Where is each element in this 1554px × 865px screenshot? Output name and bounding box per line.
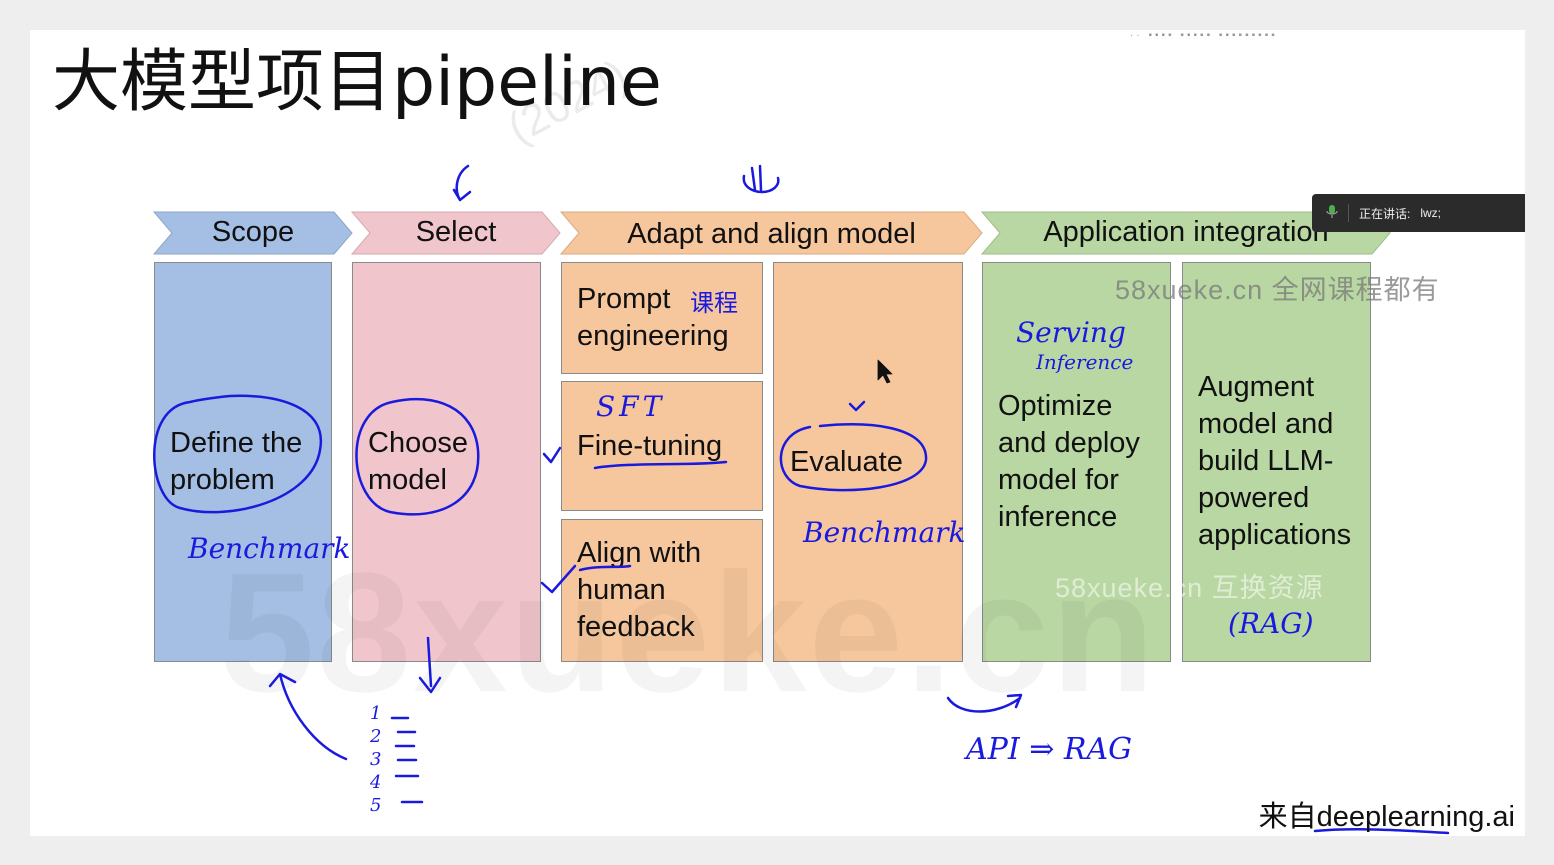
rag-paren-note: (RAG) bbox=[1228, 607, 1314, 640]
prompt-course-note: 课程 bbox=[690, 290, 738, 317]
watermark-line-1: 58xueke.cn 全网课程都有 bbox=[1115, 275, 1440, 305]
prompt-panel bbox=[561, 262, 763, 374]
serving-note: Serving bbox=[1016, 316, 1126, 349]
inference-note: Inference bbox=[1036, 350, 1134, 374]
header-arrows bbox=[152, 211, 1391, 255]
benchmark-note-1: Benchmark bbox=[188, 532, 351, 565]
adapt-arrow bbox=[559, 211, 983, 255]
list-number: 1 bbox=[370, 703, 382, 724]
augment-build-text: Augment model and build LLM-powered appl… bbox=[1198, 371, 1352, 551]
scope-arrow bbox=[152, 211, 353, 255]
source-credit: 来自deeplearning.ai bbox=[1258, 801, 1515, 833]
list-number: 4 bbox=[370, 772, 382, 793]
sft-note: SFT bbox=[596, 390, 666, 423]
list-number: 3 bbox=[370, 749, 382, 770]
list-number: 2 bbox=[370, 726, 382, 747]
benchmark-note-2: Benchmark bbox=[803, 516, 966, 549]
separator bbox=[1348, 204, 1349, 222]
speaker-name: lwz; bbox=[1420, 206, 1442, 220]
optimize-deploy-text: Optimize and deploy model for inference bbox=[998, 390, 1140, 533]
define-problem-text: Define the problem bbox=[170, 427, 303, 496]
finetune-check bbox=[542, 446, 562, 464]
prompt-engineering-text: Prompt engineering bbox=[577, 283, 729, 352]
choose-model-text: Choose model bbox=[368, 427, 468, 496]
watermark-line-2: 58xueke.cn 互换资源 bbox=[1055, 573, 1324, 603]
finetune-panel bbox=[561, 381, 763, 511]
slide: 大模型项目pipeline ·· ▪▪▪▪ ▪▪▪▪▪ ▪▪▪▪▪▪▪▪▪ (2… bbox=[30, 30, 1525, 836]
api-rag-note: API ⇒ RAG bbox=[966, 732, 1133, 767]
evaluate-text: Evaluate bbox=[790, 446, 903, 478]
augment-panel bbox=[1182, 262, 1371, 662]
slide-title: 大模型项目pipeline bbox=[52, 43, 662, 122]
select-arrow bbox=[350, 211, 561, 255]
speaker-label: 正在讲话: bbox=[1359, 206, 1411, 221]
list-number: 5 bbox=[370, 795, 382, 816]
header-scope: Scope bbox=[211, 216, 295, 248]
header-select: Select bbox=[415, 216, 497, 248]
fine-tuning-text: Fine-tuning bbox=[577, 430, 723, 462]
top-strip: ·· ▪▪▪▪ ▪▪▪▪▪ ▪▪▪▪▪▪▪▪▪ bbox=[1130, 30, 1278, 40]
align-feedback-text: Align with human feedback bbox=[577, 537, 702, 643]
microphone-icon bbox=[1326, 204, 1338, 223]
header-application: Application integration bbox=[1043, 216, 1329, 248]
align-panel bbox=[561, 519, 763, 662]
speaker-indicator: 正在讲话: lwz; bbox=[1312, 194, 1525, 232]
optimize-panel bbox=[982, 262, 1171, 662]
numbered-list: 1 2 3 4 5 bbox=[370, 702, 381, 817]
header-adapt: Adapt and align model bbox=[627, 218, 916, 250]
